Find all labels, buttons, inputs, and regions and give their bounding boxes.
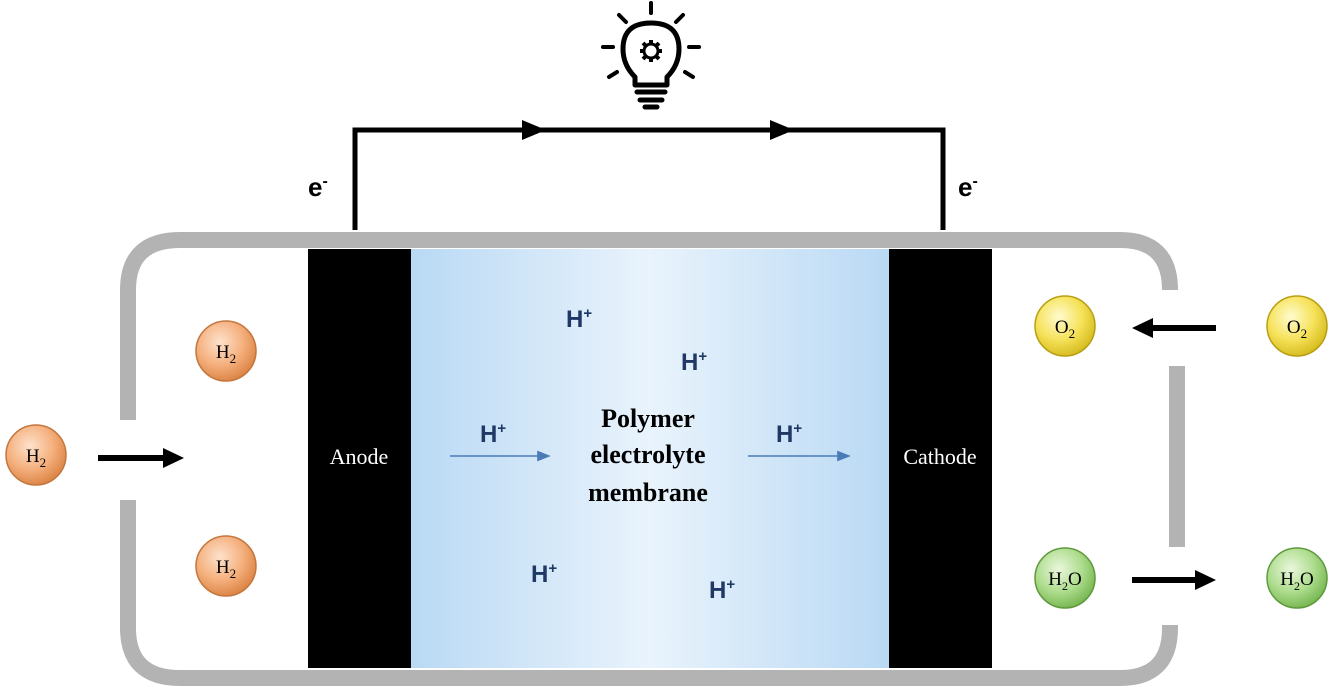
- lightbulb-gear-icon: [601, 1, 701, 110]
- membrane-label-line3: membrane: [588, 478, 708, 507]
- cell-casing: [120, 232, 1178, 420]
- cell-casing-lower: [120, 500, 1178, 686]
- circuit-arrow-1: [522, 120, 546, 140]
- h2o-outlet-arrowhead: [1195, 570, 1216, 590]
- svg-text:H2: H2: [26, 446, 46, 470]
- svg-text:H2: H2: [216, 557, 236, 581]
- membrane-label-line1: Polymer: [601, 404, 695, 433]
- svg-text:H2O: H2O: [1280, 569, 1313, 593]
- h2-inlet-arrowhead: [163, 448, 184, 468]
- electrolyte-membrane: [410, 249, 890, 668]
- svg-text:O2: O2: [1287, 317, 1307, 341]
- proton-label: H+: [681, 348, 707, 376]
- proton-label: H+: [480, 420, 506, 448]
- anode-label: Anode: [330, 444, 389, 469]
- proton-label: H+: [709, 576, 735, 604]
- electron-label-cathode: e-: [958, 172, 978, 202]
- svg-text:O2: O2: [1055, 317, 1075, 341]
- o2-molecule-outside: O2: [1266, 295, 1328, 357]
- proton-label: H+: [776, 420, 802, 448]
- o2-inlet-arrowhead: [1132, 318, 1153, 338]
- svg-text:H2O: H2O: [1048, 569, 1081, 593]
- cathode-label: Cathode: [903, 444, 976, 469]
- proton-label: H+: [566, 305, 592, 333]
- proton-label: H+: [531, 560, 557, 588]
- o2-molecule: O2: [1034, 295, 1096, 357]
- circuit-arrow-2: [770, 120, 794, 140]
- h2-molecule: H2: [195, 320, 257, 382]
- h2o-molecule-outside: H2O: [1266, 547, 1328, 609]
- anode-electrode: [308, 249, 411, 668]
- external-circuit-wire: [352, 127, 946, 230]
- svg-text:H2: H2: [216, 342, 236, 366]
- membrane-label-line2: electrolyte: [591, 440, 706, 469]
- h2o-molecule: H2O: [1034, 547, 1096, 609]
- h2-molecule: H2: [195, 535, 257, 597]
- h2-molecule-outside: H2: [5, 424, 67, 486]
- electron-label-anode: e-: [308, 172, 328, 202]
- cathode-electrode: [889, 249, 992, 668]
